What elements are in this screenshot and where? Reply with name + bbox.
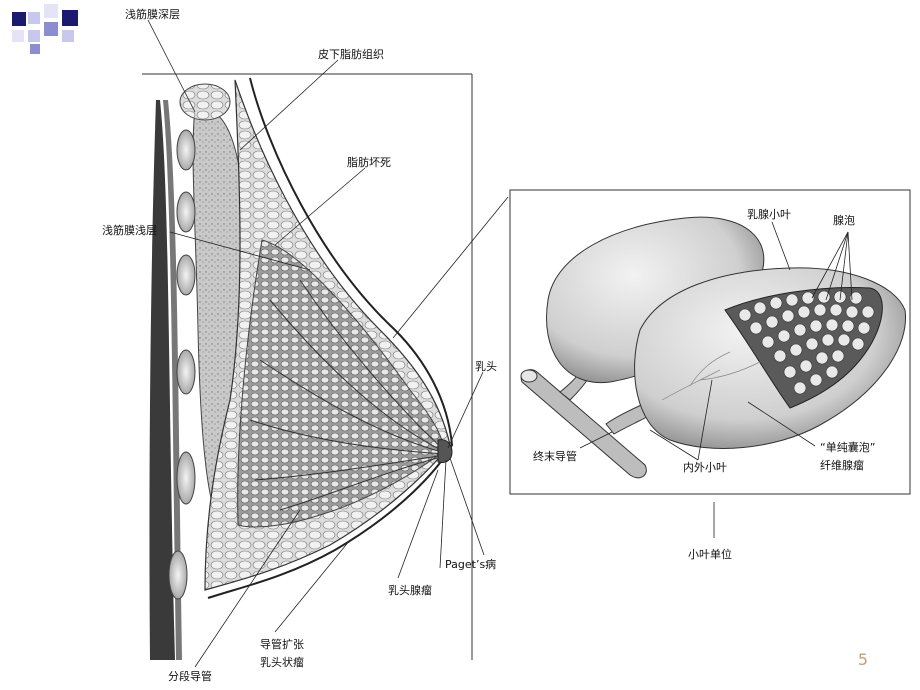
label-terminal-duct: 终末导管 bbox=[533, 450, 577, 463]
label-fat-necrosis: 脂肪坏死 bbox=[347, 156, 391, 169]
breast-cross-section bbox=[142, 73, 473, 660]
label-acini: 腺泡 bbox=[833, 214, 855, 227]
label-pagets: Paget’s病 bbox=[445, 558, 497, 571]
label-fibroadenoma: 纤维腺瘤 bbox=[820, 459, 864, 472]
label-segmental-duct: 分段导管 bbox=[168, 670, 212, 683]
acini-cluster bbox=[738, 290, 875, 395]
label-deep-fascia: 浅筋膜深层 bbox=[125, 8, 180, 21]
label-papilloma: 乳头状瘤 bbox=[260, 656, 304, 669]
label-lobular-unit: 小叶单位 bbox=[688, 548, 732, 561]
label-duct-ectasia: 导管扩张 bbox=[260, 638, 304, 651]
label-superficial-fascia: 浅筋膜浅层 bbox=[102, 224, 157, 237]
label-simple-cyst: “单纯囊泡” bbox=[820, 441, 876, 454]
leader-lines-section bbox=[147, 19, 509, 668]
label-intra-extra-lobular: 内外小叶 bbox=[683, 461, 727, 474]
label-subcutaneous-fat: 皮下脂肪组织 bbox=[318, 48, 384, 61]
label-lobule: 乳腺小叶 bbox=[747, 208, 791, 221]
page-number: 5 bbox=[857, 650, 868, 669]
label-nipple-adenoma: 乳头腺瘤 bbox=[388, 584, 432, 597]
lobule-inset bbox=[509, 189, 911, 538]
label-nipple: 乳头 bbox=[475, 360, 497, 373]
